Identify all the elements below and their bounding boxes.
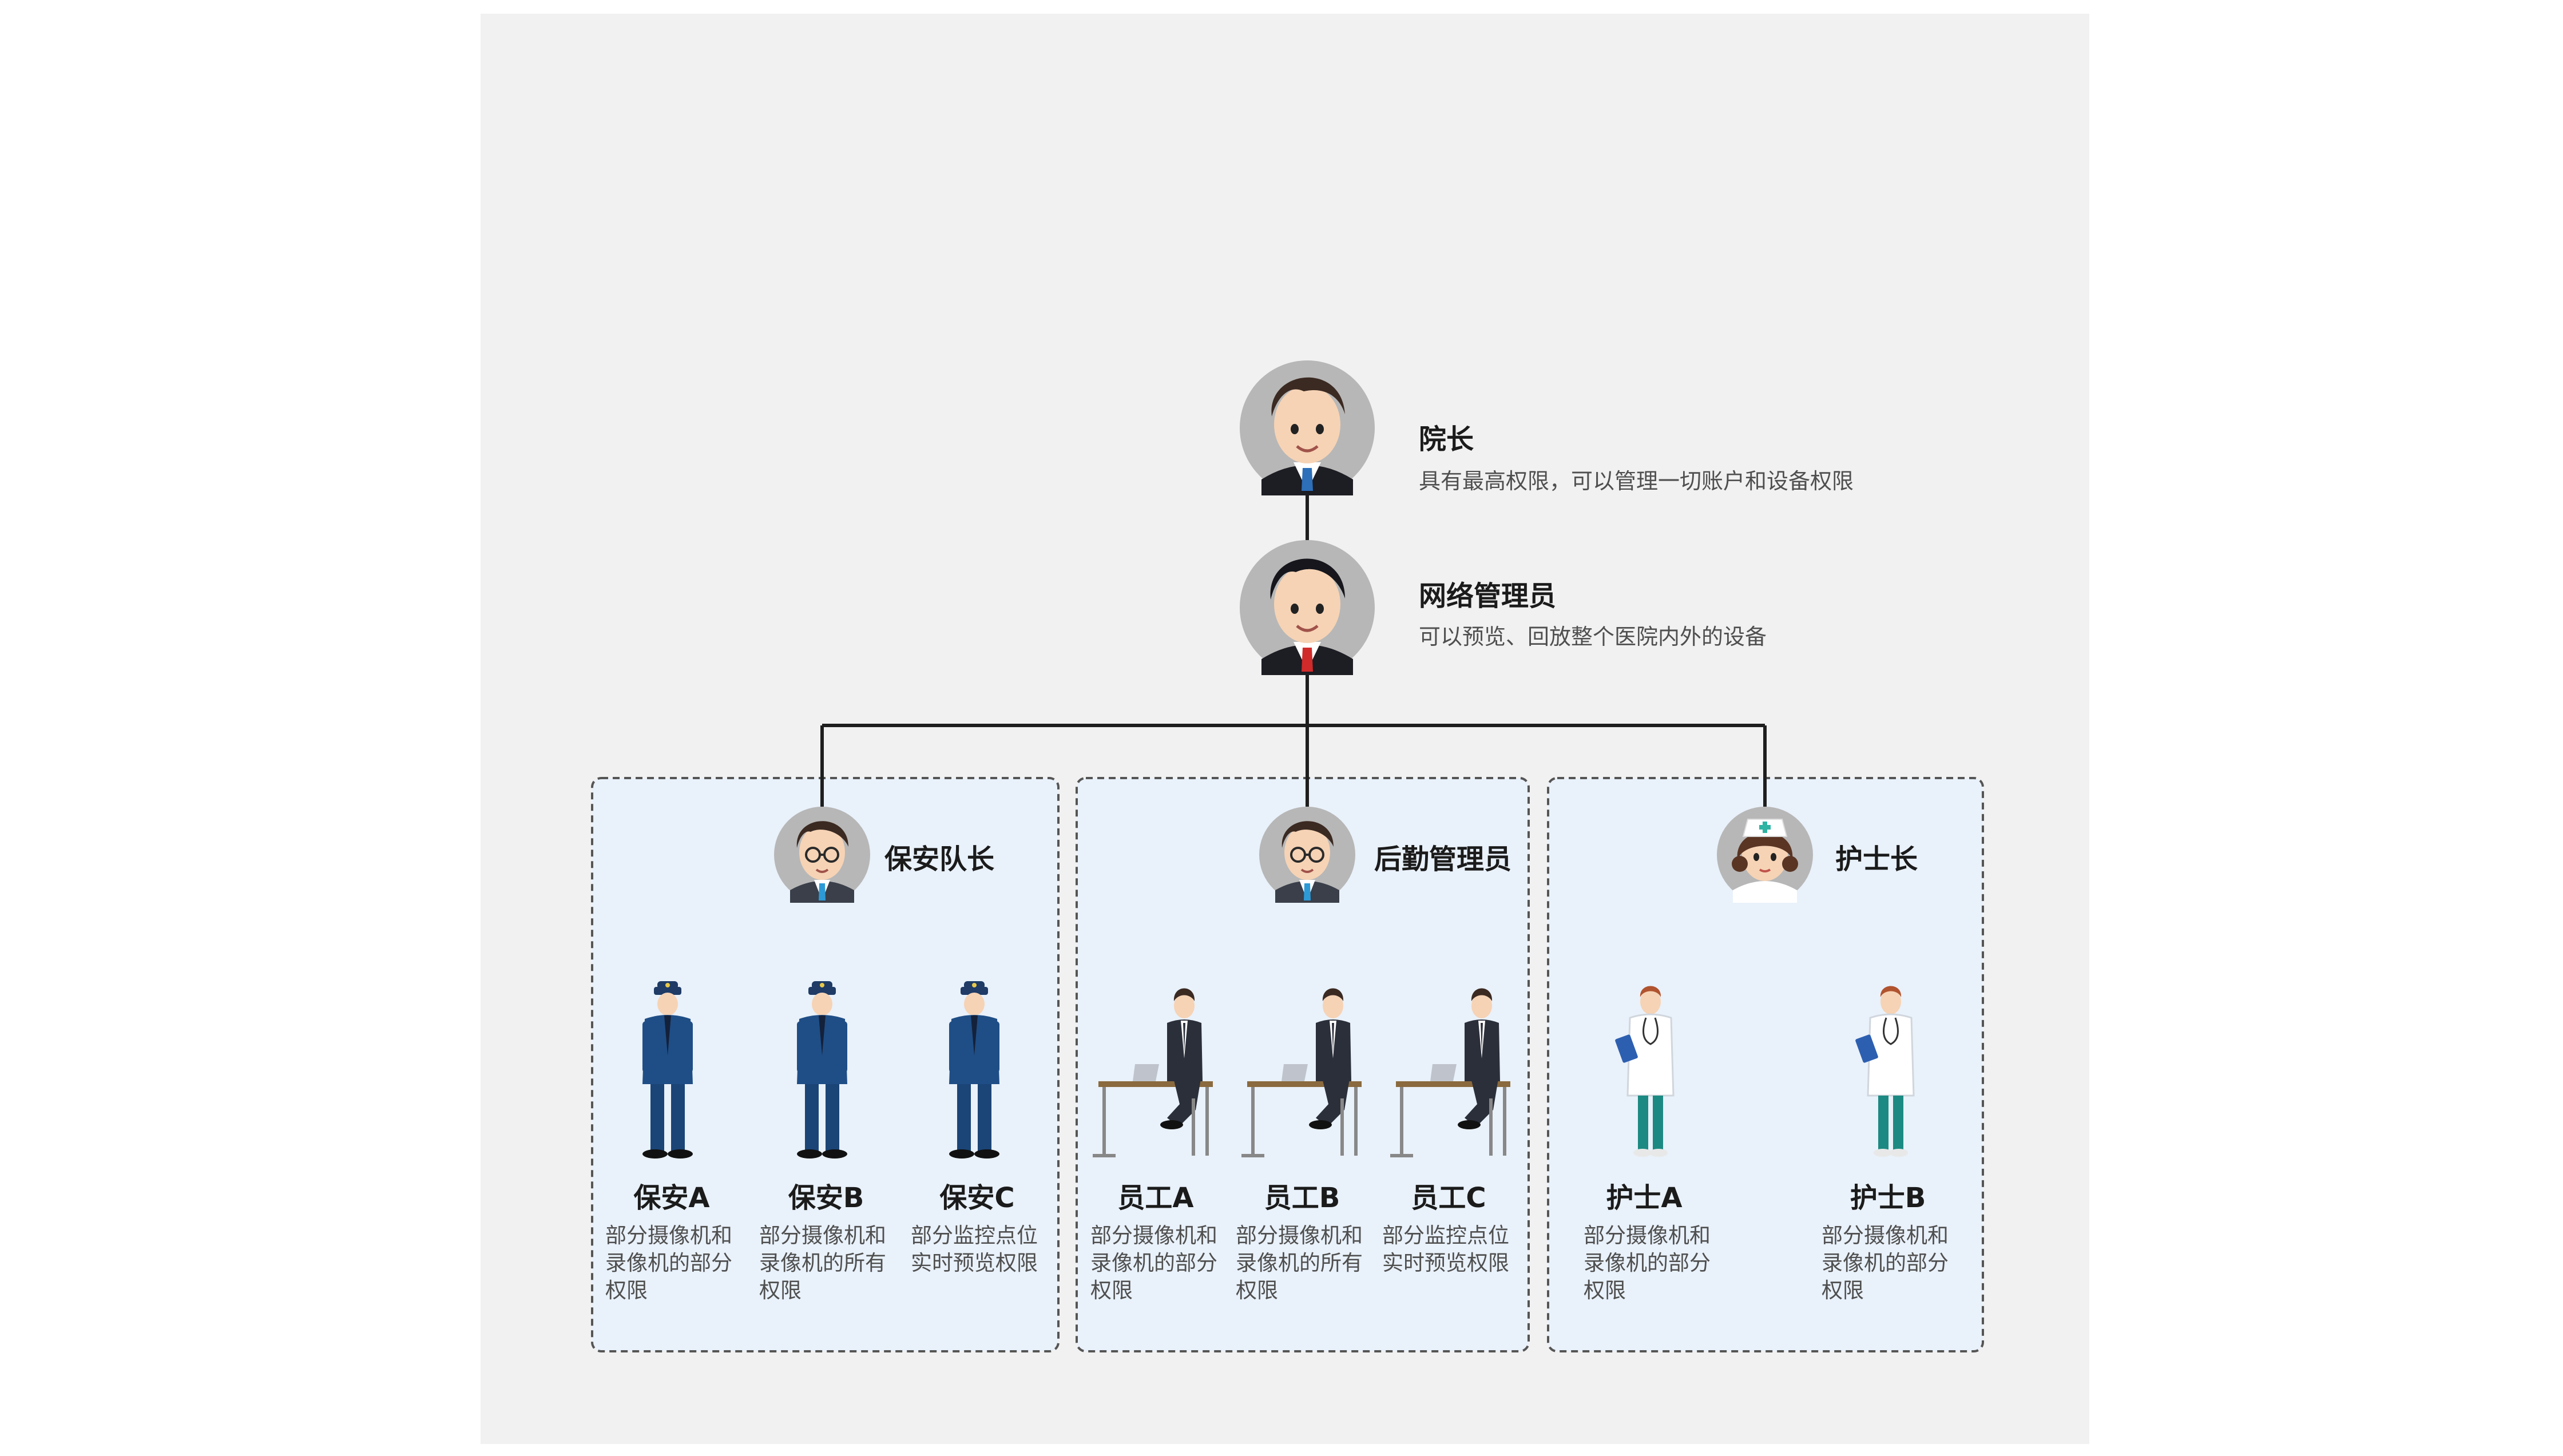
member-description: 部分摄像机和 录像机的部分 权限 xyxy=(1822,1223,1949,1303)
office-worker-icon xyxy=(1093,988,1213,1157)
security-guard-icon xyxy=(949,981,999,1159)
member-description: 部分摄像机和 录像机的部分 权限 xyxy=(605,1223,732,1303)
member-label: 保安A xyxy=(633,1182,710,1214)
head-nurse-avatar-icon xyxy=(1717,807,1813,903)
office-worker-icon xyxy=(1390,988,1510,1157)
member-label: 护士A xyxy=(1606,1182,1683,1214)
member-description: 部分监控点位 实时预览权限 xyxy=(911,1223,1038,1275)
member-label: 护士B xyxy=(1850,1182,1926,1214)
security-guard-icon xyxy=(797,981,847,1159)
member-label: 员工C xyxy=(1411,1182,1486,1214)
director-description: 具有最高权限，可以管理一切账户和设备权限 xyxy=(1419,469,1854,494)
office-worker-icon xyxy=(1241,988,1362,1157)
member-label: 员工A xyxy=(1117,1182,1194,1214)
member-description: 部分摄像机和 录像机的所有 权限 xyxy=(1236,1223,1363,1303)
director-title: 院长 xyxy=(1419,423,1474,455)
security-captain-title: 保安队长 xyxy=(884,843,995,875)
network-admin-description: 可以预览、回放整个医院内外的设备 xyxy=(1419,624,1767,649)
logistics-admin-title: 后勤管理员 xyxy=(1374,843,1512,875)
member-label: 员工B xyxy=(1264,1182,1340,1214)
member-description: 部分摄像机和 录像机的部分 权限 xyxy=(1090,1223,1217,1303)
head-nurse-title: 护士长 xyxy=(1835,843,1918,875)
network-admin-avatar-icon xyxy=(1240,540,1375,675)
security-captain-avatar-icon xyxy=(774,807,870,903)
member-description: 部分监控点位 实时预览权限 xyxy=(1382,1223,1509,1275)
logistics-admin-avatar-icon xyxy=(1259,807,1355,903)
member-description: 部分摄像机和 录像机的部分 权限 xyxy=(1584,1223,1711,1303)
member-description: 部分摄像机和 录像机的所有 权限 xyxy=(759,1223,886,1303)
network-admin-title: 网络管理员 xyxy=(1419,580,1557,612)
nurse-icon xyxy=(1615,986,1675,1157)
security-guard-icon xyxy=(642,981,693,1159)
member-label: 保安B xyxy=(788,1182,864,1214)
nurse-icon xyxy=(1855,986,1915,1157)
member-label: 保安C xyxy=(939,1182,1015,1214)
director-avatar-icon xyxy=(1240,360,1375,495)
